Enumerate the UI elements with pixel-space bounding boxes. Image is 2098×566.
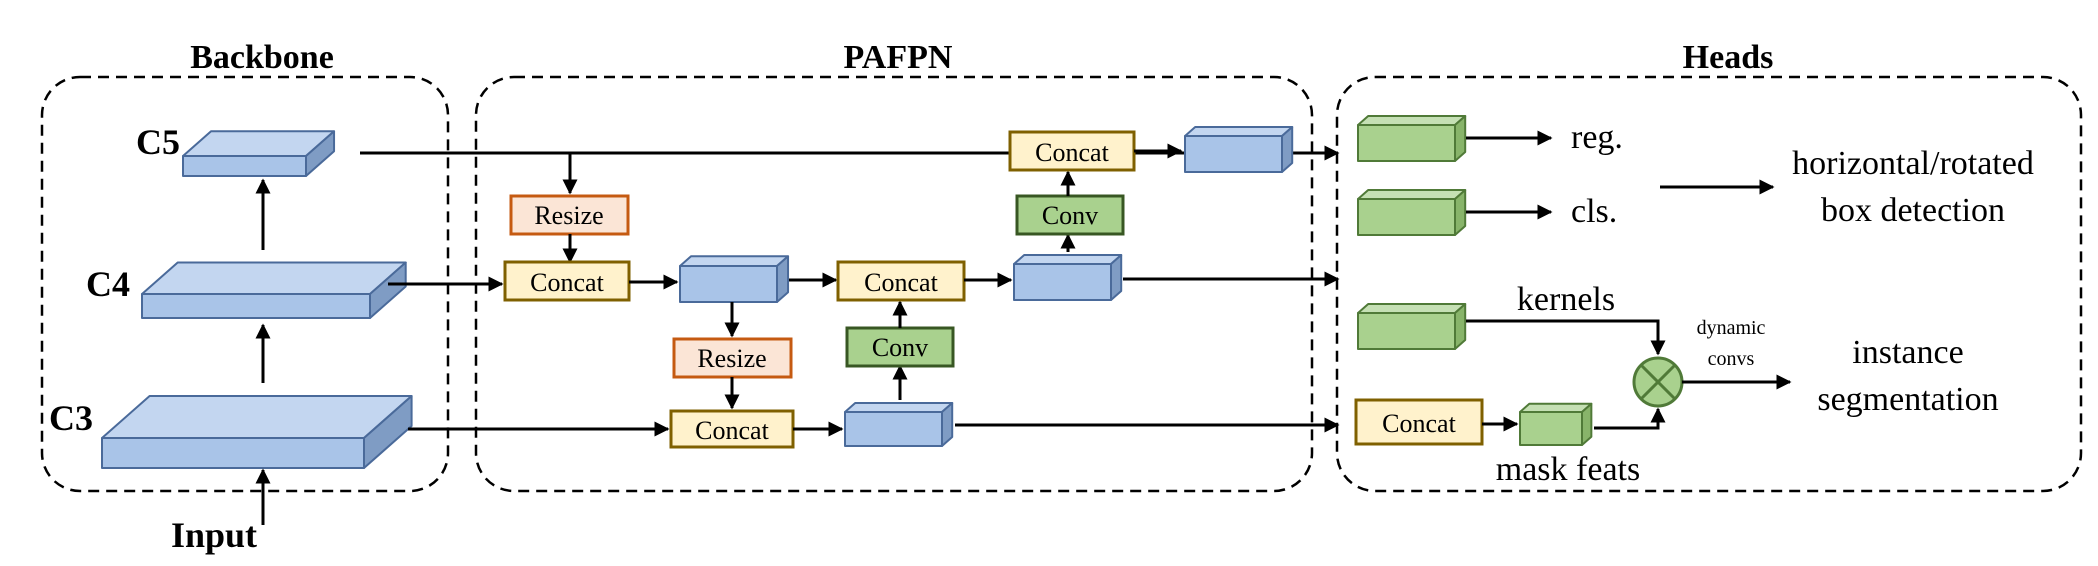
block-face-side (1110, 254, 1123, 301)
block-face-side (1454, 189, 1467, 236)
mask-feats-label: mask feats (1496, 451, 1640, 488)
block-face-front (141, 293, 371, 319)
backbone-title: Backbone (190, 39, 334, 76)
p4-out-feature-block (1013, 254, 1123, 301)
block-face-front (182, 155, 307, 177)
concat-1-label: Concat (530, 268, 604, 297)
dynamic-label: dynamic (1697, 317, 1766, 339)
block-face-front (679, 265, 778, 303)
block-face-front (101, 437, 365, 469)
resize-top-label: Resize (534, 201, 603, 230)
pafpn-title: PAFPN (844, 39, 953, 76)
block-face-top (101, 395, 413, 439)
block-face-front (1013, 263, 1112, 301)
mask-feats-block (1519, 402, 1593, 446)
block-face-top (141, 261, 407, 295)
c5-feature-block (182, 130, 336, 177)
kernels-head-block (1357, 303, 1467, 350)
cls-head-block (1357, 189, 1467, 236)
input-label: Input (171, 515, 257, 555)
p4-mid-feature-block (679, 255, 790, 303)
resize-box-top (509, 194, 630, 236)
conv-bottom-label: Conv (872, 333, 928, 362)
c4-label: C4 (86, 264, 130, 304)
conv-box-top (1015, 194, 1125, 236)
mask-concat-label: Concat (1382, 409, 1456, 438)
block-face-top (679, 255, 790, 267)
conv-box-bottom (845, 326, 955, 368)
block-face-side (1281, 126, 1294, 173)
kernels-label: kernels (1517, 281, 1615, 318)
concat-bottom-label: Concat (695, 416, 769, 445)
reg-head-block (1357, 115, 1467, 162)
c4-feature-block (141, 261, 407, 319)
mask-concat-box (1354, 398, 1484, 446)
detection-label-line1: horizontal/rotated (1792, 145, 2034, 182)
block-face-side (941, 402, 954, 447)
concat-2-label: Concat (864, 268, 938, 297)
block-face-top (844, 402, 954, 413)
block-face-top (1357, 115, 1467, 126)
conv-top-label: Conv (1042, 201, 1098, 230)
dynamic-conv-operator (1632, 356, 1684, 408)
c3-label: C3 (49, 398, 93, 438)
c3-feature-block (101, 395, 413, 469)
block-face-front (844, 411, 943, 447)
block-face-front (1184, 135, 1283, 173)
concat-box-1 (503, 260, 631, 302)
concat-box-top (1008, 130, 1136, 172)
block-face-front (1357, 124, 1456, 162)
resize-bottom-label: Resize (697, 344, 766, 373)
convs-label: convs (1708, 348, 1755, 370)
concat-box-2 (836, 260, 966, 302)
block-face-top (1184, 126, 1294, 137)
block-face-side (1581, 402, 1593, 446)
block-face-side (1454, 115, 1467, 162)
segmentation-label-line2: segmentation (1817, 381, 1998, 418)
p3-out-feature-block (844, 402, 954, 447)
arrow-kernels-to-dynconv (1466, 319, 1666, 356)
reg-label: reg. (1571, 119, 1623, 156)
block-face-top (1013, 254, 1123, 265)
cls-label: cls. (1571, 193, 1617, 230)
block-face-side (1454, 303, 1467, 350)
block-face-front (1357, 312, 1456, 350)
block-face-front (1357, 198, 1456, 236)
p5-out-feature-block (1184, 126, 1294, 173)
concat-top-label: Concat (1035, 138, 1109, 167)
block-face-top (1519, 402, 1593, 413)
c5-label: C5 (136, 122, 180, 162)
block-face-front (1519, 411, 1583, 446)
segmentation-label-line1: instance (1852, 334, 1963, 371)
heads-title: Heads (1683, 39, 1774, 76)
detection-label-line2: box detection (1821, 192, 2005, 229)
block-face-top (1357, 189, 1467, 200)
block-face-top (1357, 303, 1467, 314)
arrow-mask-to-dynconv (1594, 407, 1666, 430)
